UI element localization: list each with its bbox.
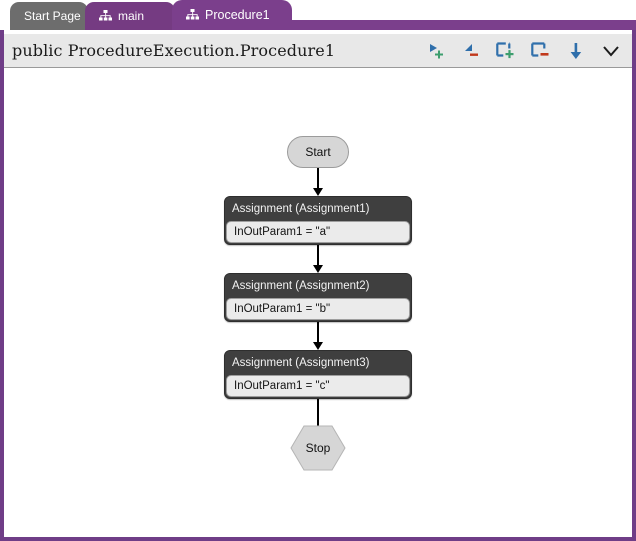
tab-procedure1-label: Procedure1 (205, 7, 270, 22)
down-arrow-icon[interactable] (565, 40, 587, 62)
chevron-down-icon[interactable] (600, 40, 622, 62)
hexagon-shape (290, 425, 346, 471)
connector-assignment1-to-assignment2 (317, 245, 319, 269)
node-assignment2[interactable]: Assignment (Assignment2) InOutParam1 = "… (224, 273, 412, 322)
node-assignment3-title: Assignment (Assignment3) (225, 351, 411, 375)
node-assignment2-body: InOutParam1 = "b" (226, 298, 410, 320)
connector-assignment3-to-stop (317, 399, 319, 426)
node-assignment1-body: InOutParam1 = "a" (226, 221, 410, 243)
procedure-canvas[interactable]: Start Assignment (Assignment1) InOutPara… (4, 68, 632, 537)
tab-main-label: main (118, 9, 145, 23)
tab-strip: Start Page main (0, 0, 636, 30)
tab-strip-filler (286, 20, 636, 30)
expand-node-icon[interactable] (495, 40, 517, 62)
node-assignment2-title: Assignment (Assignment2) (225, 274, 411, 298)
hierarchy-icon (186, 9, 199, 21)
node-stop[interactable]: Stop (290, 425, 346, 471)
node-assignment1[interactable]: Assignment (Assignment1) InOutParam1 = "… (224, 196, 412, 245)
tab-procedure1[interactable]: Procedure1 (172, 0, 292, 30)
node-assignment3[interactable]: Assignment (Assignment3) InOutParam1 = "… (224, 350, 412, 399)
connector-start-to-assignment1 (317, 168, 319, 192)
expand-all-icon[interactable] (425, 40, 447, 62)
arrowhead-assignment3 (313, 342, 323, 350)
tab-start-page-label: Start Page (24, 9, 81, 23)
node-stop-label: Stop (305, 441, 331, 455)
tab-start-page[interactable]: Start Page (10, 2, 88, 30)
connector-assignment2-to-assignment3 (317, 322, 319, 346)
arrowhead-assignment1 (313, 188, 323, 196)
header-toolbar (425, 40, 622, 62)
node-assignment3-body: InOutParam1 = "c" (226, 375, 410, 397)
node-start[interactable]: Start (287, 136, 349, 168)
collapse-all-icon[interactable] (460, 40, 482, 62)
tab-main[interactable]: main (85, 2, 175, 30)
collapse-node-icon[interactable] (530, 40, 552, 62)
arrowhead-assignment2 (313, 265, 323, 273)
hierarchy-icon (99, 10, 112, 22)
procedure-header-bar: public ProcedureExecution.Procedure1 (4, 34, 632, 68)
node-assignment1-title: Assignment (Assignment1) (225, 197, 411, 221)
node-start-label: Start (305, 145, 331, 159)
page-title: public ProcedureExecution.Procedure1 (12, 41, 336, 60)
